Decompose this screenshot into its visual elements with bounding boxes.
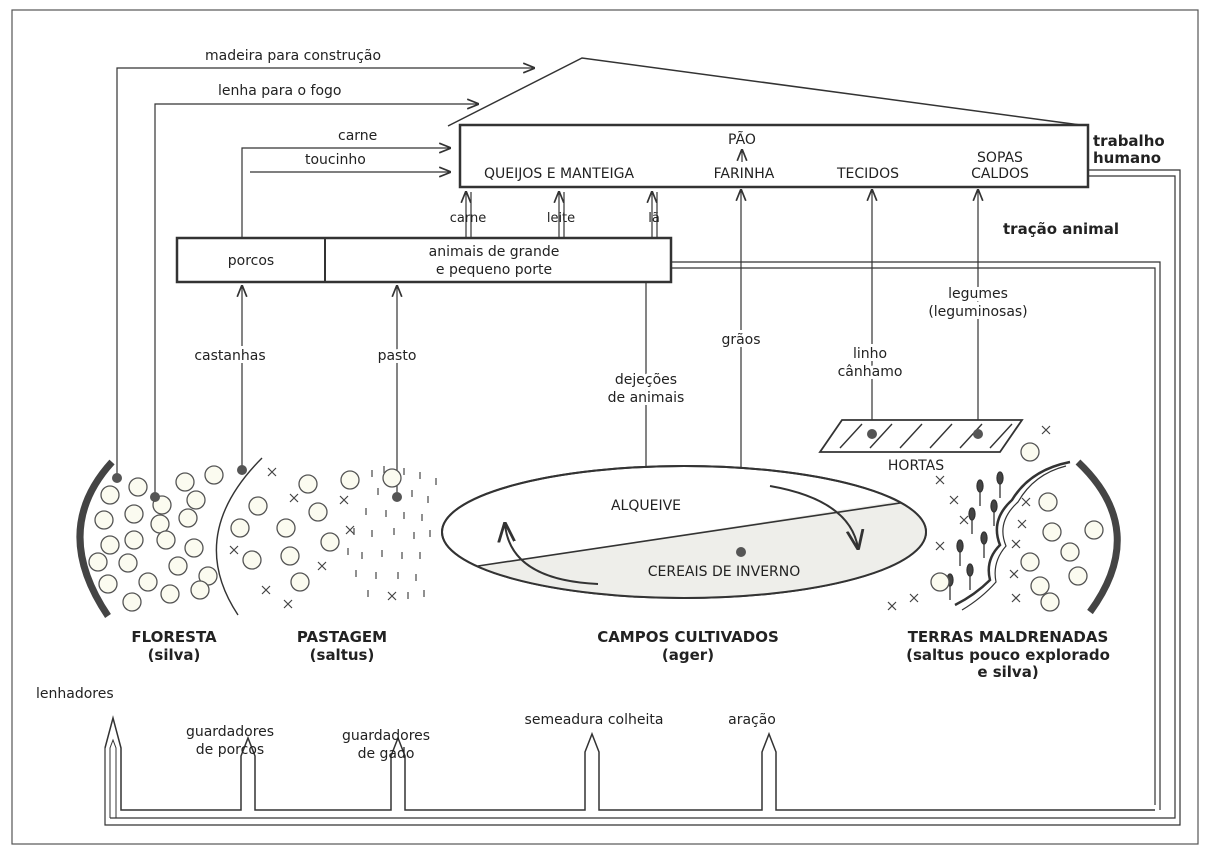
swineherds-label-2: de porcos bbox=[196, 742, 264, 758]
gardens-hatching bbox=[839, 423, 1013, 449]
wetlands-crosses bbox=[887, 425, 1051, 611]
milk-product-label: leite bbox=[547, 211, 575, 226]
sowing-harvest-label: semeadura colheita bbox=[525, 712, 664, 728]
forest-pasture-divider bbox=[215, 457, 263, 616]
human-work-label-1: trabalho bbox=[1093, 132, 1165, 150]
rotation-arrow-left bbox=[505, 524, 599, 585]
meat-to-house-arrow bbox=[241, 148, 450, 237]
wool-product-label: lã bbox=[648, 211, 660, 226]
animals-label-2: e pequeno porte bbox=[436, 262, 552, 278]
animal-traction-line-2 bbox=[671, 267, 1156, 805]
plowing-label: aração bbox=[728, 712, 776, 728]
winter-cereals-area bbox=[442, 496, 926, 598]
rotation-arrow-right bbox=[769, 485, 858, 548]
fabrics-label: TECIDOS bbox=[836, 166, 899, 182]
pasture-crosses bbox=[229, 467, 397, 609]
woodcutters-label: lenhadores bbox=[36, 686, 114, 702]
manure-label-1: dejeções bbox=[615, 372, 677, 388]
animal-traction-line bbox=[671, 261, 1161, 810]
workers-line bbox=[104, 715, 1155, 811]
firewood-label: lenha para o fogo bbox=[218, 83, 342, 99]
wetlands-boundary bbox=[1075, 459, 1121, 615]
fields-divider bbox=[477, 499, 921, 567]
fields-label: CAMPOS CULTIVADOS bbox=[597, 628, 779, 646]
pasture-source-dot bbox=[392, 492, 402, 502]
forest-label: FLORESTA bbox=[131, 628, 217, 646]
fields-sublabel: (ager) bbox=[662, 646, 714, 664]
animal-traction-label: tração animal bbox=[1003, 220, 1119, 238]
bacon-label: toucinho bbox=[305, 152, 366, 168]
soups-label-1: SOPAS bbox=[977, 150, 1023, 166]
grains-source-dot bbox=[736, 547, 746, 557]
bread-label: PÃO bbox=[728, 131, 756, 148]
flour-label: FARINHA bbox=[714, 166, 775, 182]
pasture-grass bbox=[347, 466, 437, 599]
pigs-label: porcos bbox=[228, 253, 274, 269]
flax-source-dot bbox=[867, 429, 877, 439]
forest-boundary bbox=[76, 459, 115, 618]
workers-line-inner bbox=[109, 738, 117, 818]
swineherds-label-1: guardadores bbox=[186, 724, 274, 740]
manure-label-2: de animais bbox=[608, 390, 685, 406]
herdsmen-label-1: guardadores bbox=[342, 728, 430, 744]
firewood-source-dot bbox=[150, 492, 160, 502]
forest-sublabel: (silva) bbox=[148, 646, 201, 664]
outer-frame bbox=[11, 9, 1199, 845]
chestnuts-source-dot bbox=[237, 465, 247, 475]
meat-product-label: carne bbox=[450, 211, 486, 226]
herdsmen-label-2: de gado bbox=[358, 746, 415, 762]
grains-label: grãos bbox=[721, 332, 760, 348]
wetlands-label: TERRAS MALDRENADAS bbox=[908, 628, 1109, 646]
pasture-label: pasto bbox=[378, 348, 417, 364]
human-work-loop-inner bbox=[110, 175, 1176, 819]
gardens-label: HORTAS bbox=[888, 458, 944, 474]
wetlands-bushes bbox=[930, 442, 1104, 612]
animals-box bbox=[175, 236, 673, 284]
pasture-area-label: PASTAGEM bbox=[297, 628, 387, 646]
wetlands-reeds bbox=[946, 471, 1004, 600]
flax-label-2: cânhamo bbox=[838, 364, 903, 380]
human-work-label-2: humano bbox=[1093, 149, 1161, 167]
forest-trees bbox=[88, 465, 224, 612]
wetlands-river-bank bbox=[961, 465, 1067, 611]
fallow-label: ALQUEIVE bbox=[611, 498, 681, 514]
pasture-bushes bbox=[230, 468, 402, 592]
gardens-plot bbox=[818, 419, 1024, 453]
animals-label-1: animais de grande bbox=[429, 244, 560, 260]
pasture-area-sublabel: (saltus) bbox=[310, 646, 375, 664]
cheese-butter-label: QUEIJOS E MANTEIGA bbox=[484, 166, 635, 182]
building-wood-arrow bbox=[116, 68, 534, 476]
winter-cereals-label: CEREAIS DE INVERNO bbox=[648, 564, 801, 580]
legumes-label-2: (leguminosas) bbox=[928, 304, 1027, 320]
soups-label-2: CALDOS bbox=[971, 166, 1029, 182]
building-wood-source-dot bbox=[112, 473, 122, 483]
building-wood-label: madeira para construção bbox=[205, 48, 381, 64]
flax-label-1: linho bbox=[853, 346, 887, 362]
house-box bbox=[458, 123, 1090, 189]
firewood-arrow bbox=[154, 104, 478, 496]
legumes-label-1: legumes bbox=[948, 286, 1008, 302]
house-roof bbox=[447, 57, 1089, 127]
meat-top-label: carne bbox=[338, 128, 377, 144]
chestnuts-label: castanhas bbox=[194, 348, 265, 364]
wetlands-sublabel-1: (saltus pouco explorado bbox=[906, 646, 1110, 664]
fields-ellipse-outline bbox=[441, 465, 927, 599]
human-work-loop bbox=[104, 169, 1181, 826]
wetlands-sublabel-2: e silva) bbox=[977, 663, 1038, 681]
wetlands-river bbox=[954, 460, 1071, 607]
legumes-source-dot bbox=[973, 429, 983, 439]
